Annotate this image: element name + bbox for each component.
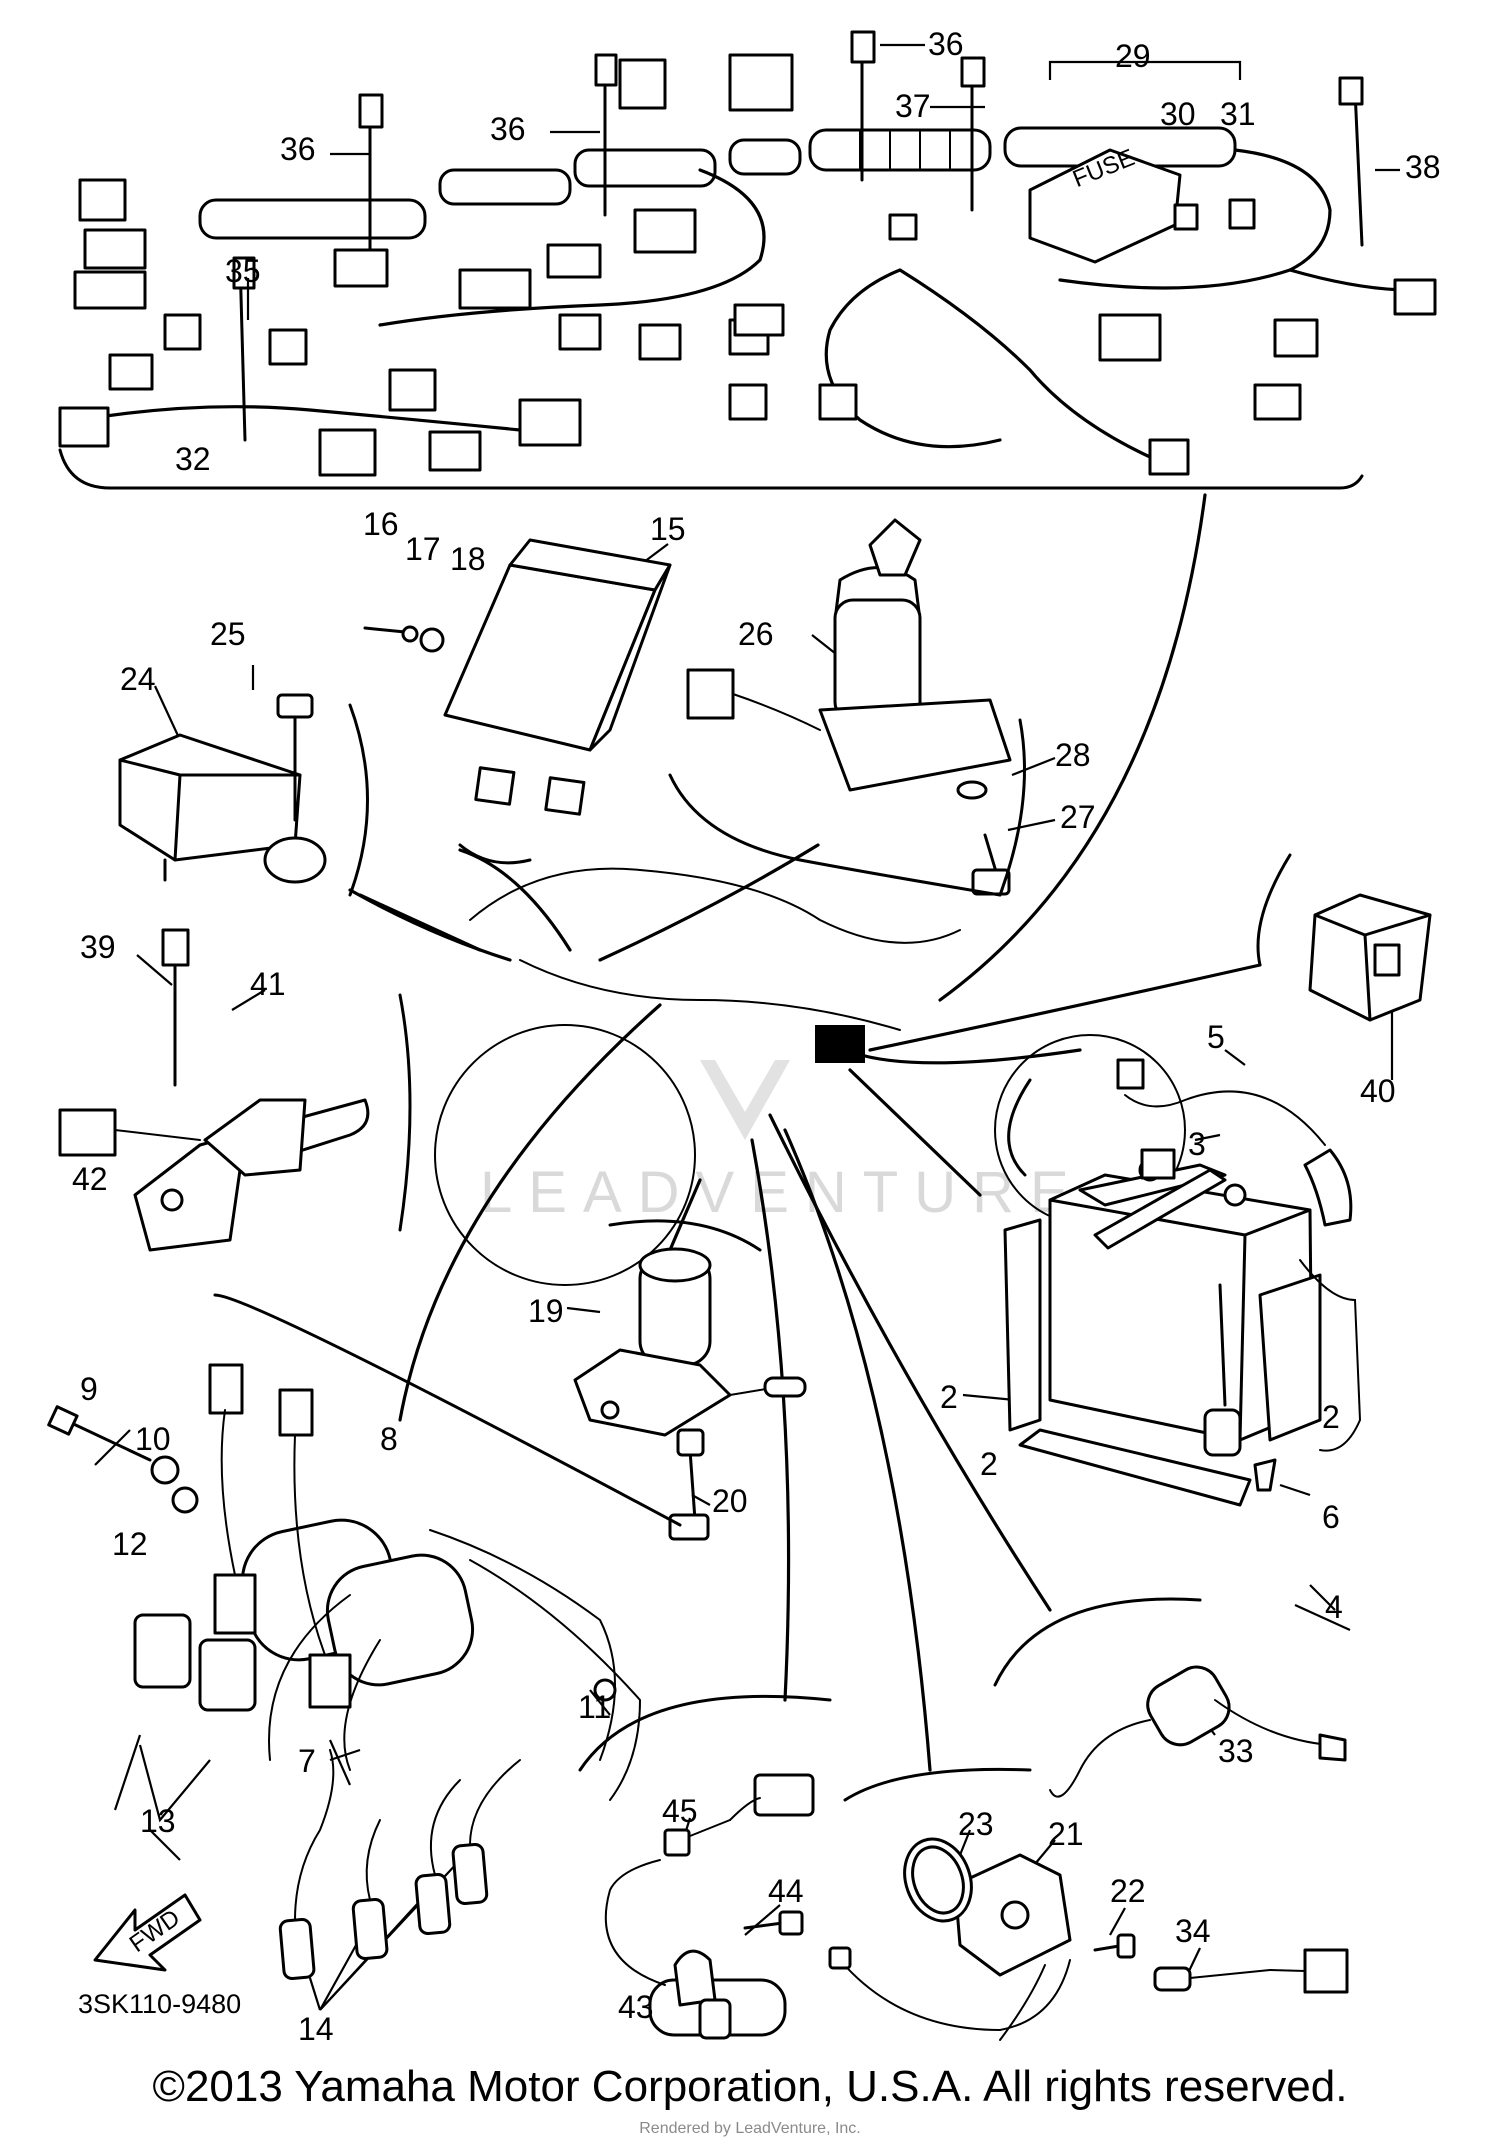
- harness-bracket: [58, 448, 1364, 490]
- callout-8: 8: [380, 1421, 398, 1457]
- fuse-clip-31: [1228, 198, 1256, 230]
- callout-3: 3: [1188, 1126, 1206, 1162]
- callout-19: 19: [528, 1293, 564, 1329]
- rubber-covers-13: [133, 1613, 257, 1712]
- callout-15: 15: [650, 511, 686, 547]
- cable-ties: [232, 30, 1364, 442]
- callout-40: 40: [1360, 1073, 1396, 1109]
- callout-13: 13: [140, 1803, 176, 1839]
- forward-arrow-icon: FWD: [93, 1893, 202, 1972]
- callout-31: 31: [1220, 96, 1256, 132]
- battery-assembly: [1003, 1058, 1362, 1507]
- callout-39: 39: [80, 929, 116, 965]
- callout-30: 30: [1160, 96, 1196, 132]
- callout-42: 42: [72, 1161, 108, 1197]
- lead-wire-34: [1153, 1948, 1349, 1994]
- copyright-notice: ©2013 Yamaha Motor Corporation, U.S.A. A…: [152, 2062, 1348, 2111]
- leader-lines: [94, 43, 1400, 2011]
- callout-9: 9: [80, 1371, 98, 1407]
- rectifier-regulator: [118, 693, 482, 952]
- callout-6: 6: [1322, 1499, 1340, 1535]
- callout-4: 4: [1325, 1589, 1343, 1625]
- callout-27: 27: [1060, 799, 1096, 835]
- callout-24: 24: [120, 661, 156, 697]
- harness-tail-far-right: [1288, 268, 1412, 292]
- callout-26: 26: [738, 616, 774, 652]
- connection-wires: [348, 493, 1262, 1772]
- callout-45: 45: [662, 1793, 698, 1829]
- callout-7: 7: [298, 1743, 316, 1779]
- watermark: LEADVENTURE: [480, 1060, 1085, 1225]
- wire-harness-group: FUSE: [58, 30, 1437, 490]
- harness-connectors: [58, 53, 1437, 477]
- callout-21: 21: [1048, 1816, 1084, 1852]
- callout-11: 11: [578, 1689, 611, 1725]
- drawing-code: 3SK110-9480: [78, 1989, 241, 2019]
- sensor-33: [993, 1597, 1347, 1798]
- callout-38: 38: [1405, 149, 1441, 185]
- fuse-box: FUSE: [1028, 144, 1182, 264]
- relay-connector: [815, 1025, 865, 1063]
- callout-36: 36: [280, 131, 316, 167]
- watermark-logo: [700, 1060, 790, 1140]
- callout-37: 37: [895, 88, 931, 124]
- ignition-coils: [47, 1293, 682, 1801]
- callout-23: 23: [958, 1806, 994, 1842]
- callout-labels: 36 36 36 37 29 30 31 38 35 32 16 17 18 1…: [72, 26, 1441, 2047]
- sensor-43: [578, 1694, 832, 2040]
- sensor-21: [828, 1767, 1136, 2041]
- harness-branch-lower: [378, 168, 766, 327]
- callout-20: 20: [712, 1483, 748, 1519]
- callout-16: 16: [363, 506, 399, 542]
- callout-14: 14: [298, 2011, 334, 2047]
- harness-branch-left: [78, 405, 522, 432]
- callout-32: 32: [175, 441, 211, 477]
- spark-plug-caps-14: [278, 1749, 521, 1981]
- callout-36: 36: [928, 26, 964, 62]
- callout-12: 12: [112, 1526, 148, 1562]
- callout-2: 2: [1322, 1399, 1340, 1435]
- starter-relay-19: [573, 1219, 807, 1541]
- ignitor-unit: [363, 538, 672, 865]
- relay-bracket-assembly: [58, 928, 412, 1252]
- callout-17: 17: [405, 531, 441, 567]
- callout-35: 35: [225, 253, 261, 289]
- callout-2: 2: [940, 1379, 958, 1415]
- harness-tail-right: [898, 268, 1182, 472]
- watermark-text: LEADVENTURE: [480, 1160, 1085, 1225]
- callout-43: 43: [618, 1989, 654, 2025]
- callout-10: 10: [135, 1421, 171, 1457]
- callout-18: 18: [450, 541, 486, 577]
- main-switch: [668, 518, 1026, 897]
- callout-36: 36: [490, 111, 526, 147]
- rendered-by-note: Rendered by LeadVenture, Inc.: [639, 2120, 861, 2137]
- callout-44: 44: [768, 1873, 804, 1909]
- callout-25: 25: [210, 616, 246, 652]
- callout-33: 33: [1218, 1733, 1254, 1769]
- callout-28: 28: [1055, 737, 1091, 773]
- callout-41: 41: [250, 966, 286, 1002]
- harness-branch-right: [1058, 148, 1332, 290]
- callout-5: 5: [1207, 1019, 1225, 1055]
- callout-2: 2: [980, 1446, 998, 1482]
- fuse-clip-30: [1173, 203, 1199, 231]
- callout-34: 34: [1175, 1913, 1211, 1949]
- callout-29: 29: [1115, 38, 1151, 74]
- relay-40: [1256, 853, 1432, 1022]
- callout-22: 22: [1110, 1873, 1146, 1909]
